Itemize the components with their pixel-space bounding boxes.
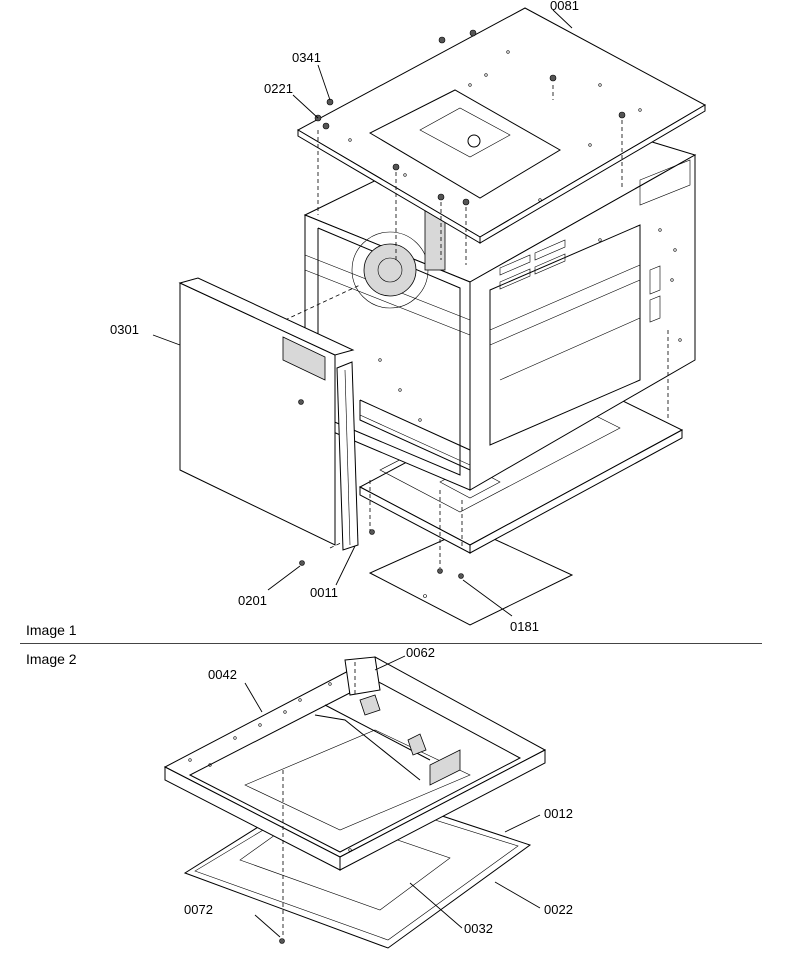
callout-0341: 0341	[292, 50, 321, 65]
top-cover	[296, 7, 707, 244]
trim-strip	[336, 361, 359, 551]
callout-0012: 0012	[544, 806, 573, 821]
callout-0181: 0181	[510, 619, 539, 634]
image1-caption: Image 1	[26, 622, 77, 638]
callout-0062: 0062	[406, 645, 435, 660]
bottom-plate	[368, 527, 574, 626]
side-panel	[178, 277, 355, 546]
callout-leaders-image1	[152, 9, 573, 617]
frame-0042	[163, 656, 547, 871]
image2-assembly	[163, 655, 547, 949]
callout-0042: 0042	[208, 667, 237, 682]
callout-0011: 0011	[310, 585, 338, 600]
image-separator	[20, 643, 762, 644]
assembly-lines-image2	[282, 662, 356, 938]
top-screws	[314, 29, 626, 206]
image1-assembly	[152, 7, 707, 626]
callout-leaders-image2	[244, 655, 541, 938]
callout-0022: 0022	[544, 902, 573, 917]
assembly-lines	[284, 85, 669, 568]
bottom-screws	[299, 529, 464, 579]
callout-0221: 0221	[264, 81, 293, 96]
callout-0301: 0301	[110, 322, 139, 337]
callout-0201: 0201	[238, 593, 267, 608]
callout-0072: 0072	[184, 902, 213, 917]
screw-0072	[279, 938, 285, 944]
callout-0081: 0081	[550, 0, 579, 13]
image2-caption: Image 2	[26, 651, 77, 667]
callout-0032: 0032	[464, 921, 493, 936]
